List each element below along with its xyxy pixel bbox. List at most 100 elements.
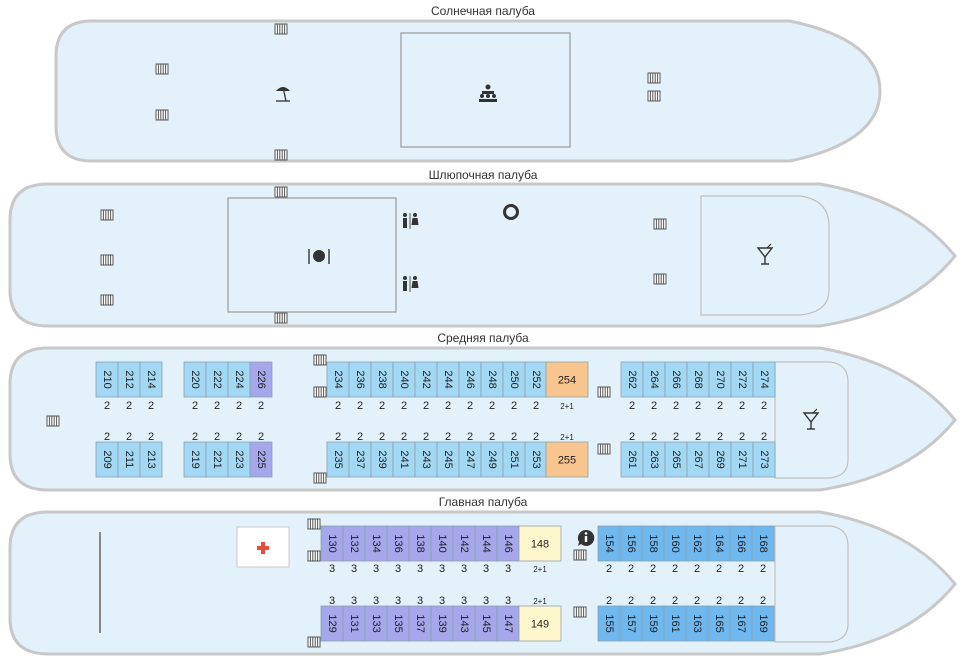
cabin-number: 271 [736,450,748,468]
cabin-capacity: 2 [236,431,242,443]
cabin-capacity: 2 [672,595,678,607]
stairs-icon [46,415,60,427]
cabin-capacity: 3 [329,595,335,607]
stairs-icon [573,549,587,561]
medical-cross-icon [257,542,269,554]
cabin-capacity: 2 [467,431,473,443]
cabin-number: 167 [735,614,747,632]
cabin-number: 247 [464,450,476,468]
cabin-capacity: 2 [401,400,407,412]
cabin-number: 219 [189,450,201,468]
stairs-icon [313,354,327,366]
cabin-number: 212 [123,370,135,388]
cabin-capacity: 2+1 [533,597,547,606]
cabin-capacity: 3 [351,563,357,575]
cabin-number: 165 [713,614,725,632]
cabin-number: 156 [625,534,637,552]
cabin-capacity: 2 [104,431,110,443]
cabin-247[interactable]: 247 2 [458,431,482,478]
